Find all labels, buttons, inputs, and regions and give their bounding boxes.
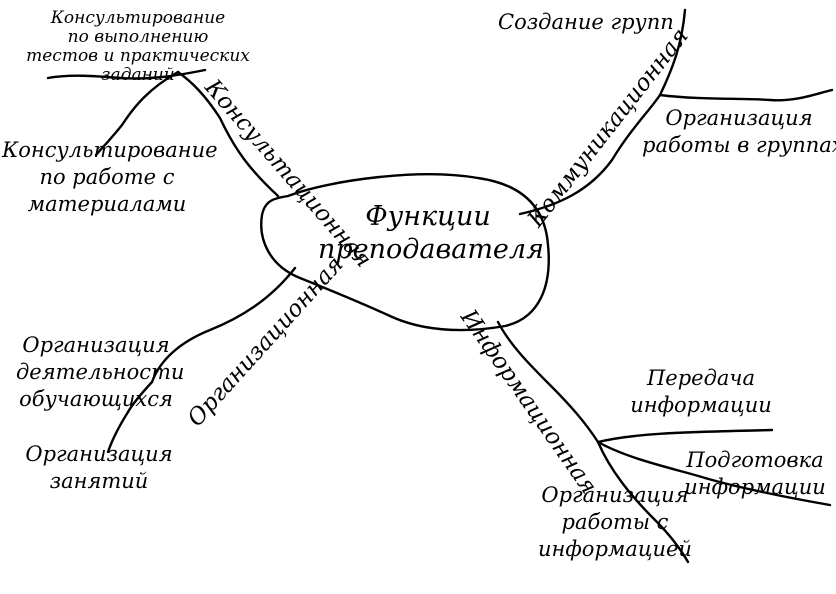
leaf-label-line: информации [630,393,772,417]
leaf-label-info-transfer: Передача информации [626,368,776,416]
leaf-label-line: работы с [561,510,669,534]
leaf-label-line: Консультирование [2,138,218,162]
leaf-label-comm-groups: Создание групп [498,10,674,34]
leaf-label-line: материалами [27,192,187,216]
leaf-label-line: обучающихся [19,387,173,411]
leaf-label-line: заданий [101,65,175,85]
leaf-line-consult-tests [46,68,207,80]
center-label: Функции преподавателя [318,201,544,265]
leaf-line-org-classes [106,410,130,454]
center-blob [260,173,550,332]
leaf-label-line: информацией [538,537,692,561]
leaf-label-line: Организация [541,483,689,507]
leaf-line-comm-work [658,88,834,102]
leaf-line-info-transfer [596,428,774,444]
leaf-label-line: информации [684,475,826,499]
leaf-label-line: Подготовка [686,448,824,472]
leaf-label-line: по работе с [39,165,175,189]
leaf-label-consult-tests: Консультирование по выполнению тестов и … [18,10,258,84]
leaf-line-info-prep [596,440,832,507]
leaf-label-line: Организация [25,442,173,466]
branch-line-info [496,320,600,444]
leaf-line-org-activity [126,380,154,414]
leaf-line-comm-groups [658,8,687,97]
center-label-line: Функции [365,201,491,232]
branch-line-comm [518,93,662,216]
leaf-label-line: тестов и практических [26,46,250,66]
leaf-label-info-prep: Подготовка информации [680,450,830,498]
branch-line-consult [176,70,280,198]
leaf-line-info-work [596,440,690,564]
leaf-label-line: занятий [49,469,149,493]
leaf-label-info-work: Организация работы с информацией [530,485,700,560]
leaf-label-consult-materials: Консультирование по работе с материалами [2,138,218,216]
leaf-label-line: Организация [665,106,813,130]
leaf-label-line: по выполнению [67,27,209,47]
leaf-label-line: Создание групп [498,10,674,34]
leaf-label-line: Консультирование [50,8,226,28]
leaf-label-comm-work: Организация работы в группах [642,108,836,156]
leaf-label-org-classes: Организация занятий [24,444,174,492]
leaf-label-org-activity: Организация деятельности обучающихся [16,333,185,411]
leaf-line-consult-materials [94,70,180,157]
leaf-label-line: Организация [22,333,170,357]
leaf-label-line: деятельности [16,360,185,384]
leaf-label-line: работы в группах [642,133,836,157]
center-label-line: преподавателя [318,234,544,265]
leaf-label-line: Передача [646,366,756,390]
branch-line-org [150,266,297,384]
